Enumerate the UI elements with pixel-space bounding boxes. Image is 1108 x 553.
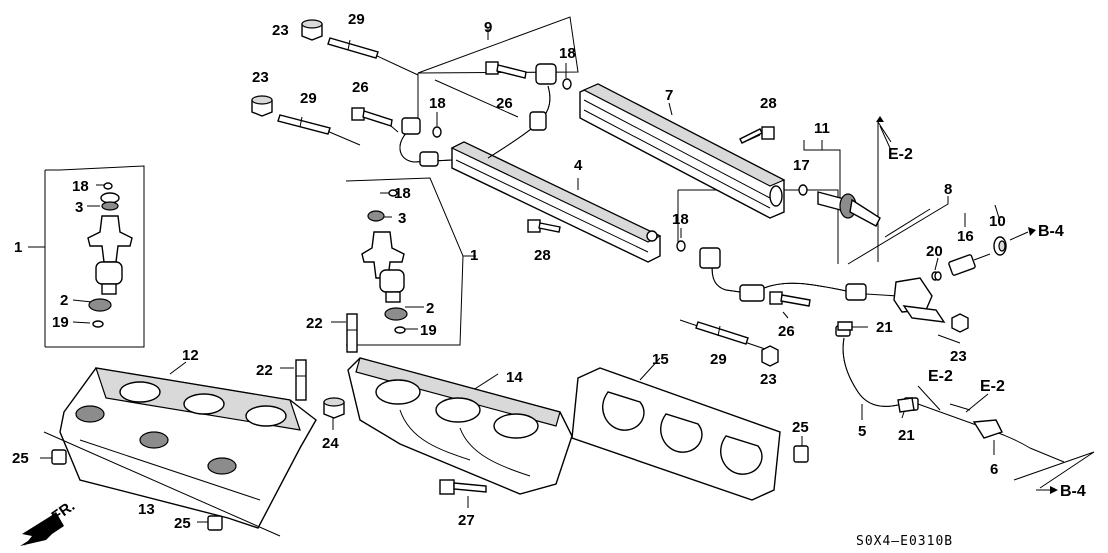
stud-29-mid	[277, 114, 331, 135]
callout-19: 19	[52, 314, 69, 331]
callout-25: 25	[174, 515, 191, 532]
ref-e2-lower-right: E-2	[980, 378, 1005, 395]
ref-b4-upper: B-4	[1038, 223, 1064, 240]
fuel-return-pipe-8	[699, 247, 946, 323]
callout-9: 9	[484, 19, 492, 36]
fuel-hose-5	[835, 325, 919, 411]
fuel-rail-cover-7	[579, 83, 786, 219]
reference-labels: E-2 B-4 E-2 E-2 B-4 FR. S0X4–E0310B	[49, 146, 1086, 549]
gasket-15	[571, 367, 781, 501]
callout-7: 7	[665, 87, 673, 104]
stud-22-lower	[295, 359, 307, 401]
bolt-27	[439, 479, 487, 495]
callout-18: 18	[429, 95, 446, 112]
bolt-26-left	[351, 107, 393, 127]
fitting-16	[934, 253, 991, 281]
rod-13	[43, 431, 281, 537]
callout-18: 18	[72, 178, 89, 195]
intake-manifold-14	[347, 357, 573, 495]
callout-25: 25	[12, 450, 29, 467]
callout-18: 18	[672, 211, 689, 228]
callout-29: 29	[300, 90, 317, 107]
callout-29: 29	[710, 351, 727, 368]
callout-23: 23	[760, 371, 777, 388]
nut-23-right	[951, 313, 969, 333]
fuel-feed-pipe-6	[917, 403, 1065, 463]
bolt-26-center	[485, 61, 527, 79]
callout-labels: 23 29 9 18 23 29 26 18 26 7 28 11 4 17 8…	[12, 11, 1006, 532]
ref-e2-upper: E-2	[888, 146, 913, 163]
nut-24	[323, 397, 345, 419]
callout-14: 14	[506, 369, 523, 386]
callout-21: 21	[898, 427, 915, 444]
callout-22: 22	[306, 315, 323, 332]
callout-3: 3	[398, 210, 406, 227]
intake-manifold-12	[59, 367, 317, 529]
callout-28: 28	[760, 95, 777, 112]
nut-23-mid	[251, 95, 273, 117]
front-arrow-icon	[20, 512, 64, 546]
callout-21: 21	[876, 319, 893, 336]
injector-left	[87, 192, 133, 328]
callout-15: 15	[652, 351, 669, 368]
callout-3: 3	[75, 199, 83, 216]
ref-e2-lower-left: E-2	[928, 368, 953, 385]
diagram-code: S0X4–E0310B	[856, 534, 953, 549]
callout-22: 22	[256, 362, 273, 379]
callout-13: 13	[138, 501, 155, 518]
stud-29-top	[327, 37, 379, 59]
callout-29: 29	[348, 11, 365, 28]
callout-4: 4	[574, 157, 583, 174]
callout-24: 24	[322, 435, 339, 452]
fuel-pipe-9	[399, 63, 557, 167]
callout-23: 23	[252, 69, 269, 86]
callout-2: 2	[60, 292, 68, 309]
callout-27: 27	[458, 512, 475, 529]
clip-21-lower	[897, 397, 915, 413]
callout-12: 12	[182, 347, 199, 364]
nut-23-lower	[761, 345, 779, 367]
callout-16: 16	[957, 228, 974, 245]
callout-1: 1	[14, 239, 22, 256]
callout-28: 28	[534, 247, 551, 264]
callout-18: 18	[559, 45, 576, 62]
callout-1: 1	[470, 247, 478, 264]
callout-18: 18	[394, 185, 411, 202]
callout-11: 11	[814, 120, 830, 137]
callout-26: 26	[496, 95, 513, 112]
callout-17: 17	[793, 157, 810, 174]
clip-21-upper	[837, 321, 853, 331]
fuel-rail-4	[450, 141, 662, 263]
washers-18	[103, 78, 939, 281]
callout-25: 25	[792, 419, 809, 436]
callout-5: 5	[858, 423, 866, 440]
callout-20: 20	[926, 243, 943, 260]
bolt-28-lower	[527, 219, 561, 233]
cap-25-bottom	[207, 515, 223, 531]
pressure-regulator-11	[798, 184, 881, 227]
stud-29-lower	[695, 321, 749, 345]
bolt-26-right	[769, 291, 811, 307]
callout-8: 8	[944, 181, 952, 198]
nut-23-top	[301, 19, 323, 41]
stud-22-upper	[346, 313, 358, 353]
callout-26: 26	[352, 79, 369, 96]
cap-10	[993, 236, 1007, 256]
callout-10: 10	[989, 213, 1006, 230]
leader-lines	[28, 16, 1095, 523]
bolt-28-upper	[739, 126, 775, 144]
ref-arrows	[876, 116, 1058, 494]
callout-23: 23	[950, 348, 967, 365]
callout-6: 6	[990, 461, 998, 478]
ref-b4-lower: B-4	[1060, 483, 1086, 500]
callout-2: 2	[426, 300, 434, 317]
cap-25-right	[793, 445, 809, 463]
cap-25-left	[51, 449, 67, 465]
callout-26: 26	[778, 323, 795, 340]
callout-23: 23	[272, 22, 289, 39]
callout-19: 19	[420, 322, 437, 339]
injector-middle	[361, 210, 408, 334]
